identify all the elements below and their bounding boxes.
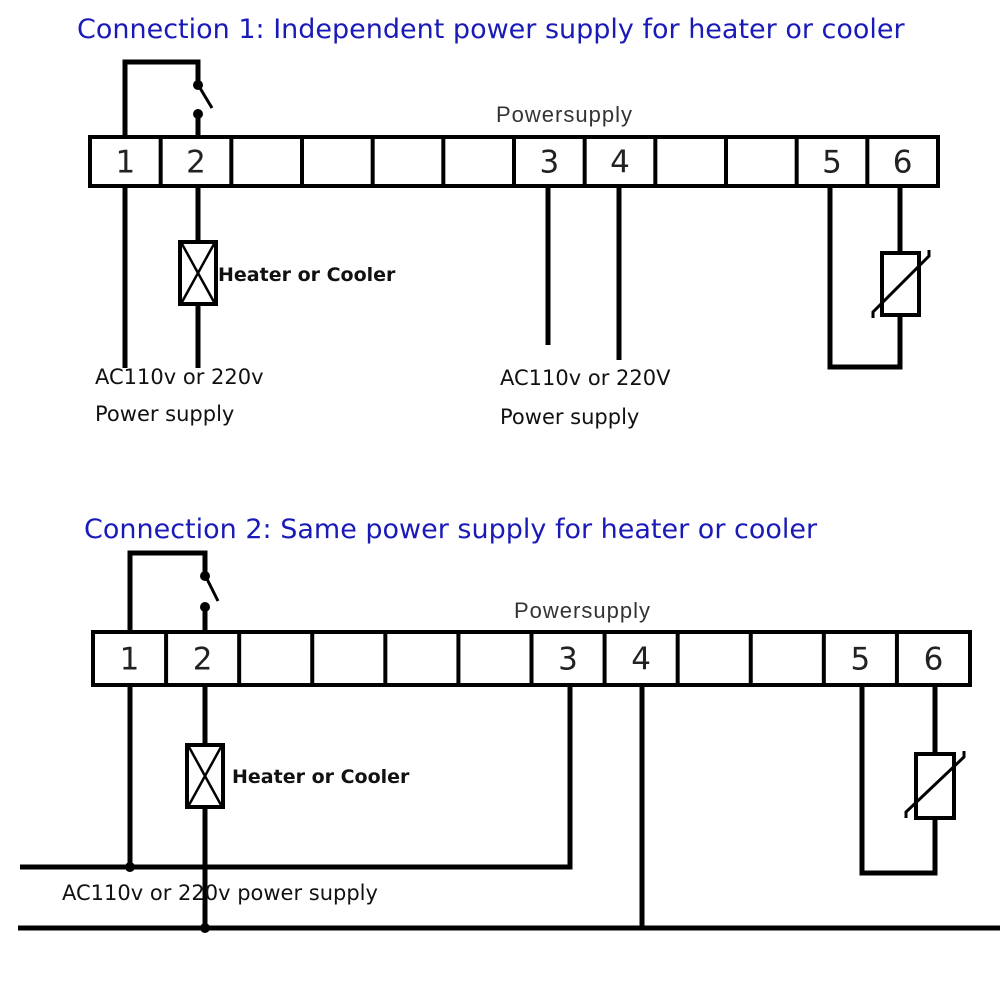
sensor-loop-wire — [827, 186, 903, 370]
supply-right-line2: Power supply — [500, 405, 639, 429]
load-label: Heater or Cooler — [218, 264, 396, 286]
terminal-6-label: 6 — [893, 145, 913, 181]
relay-switch-icon — [127, 550, 220, 632]
connection-2-title: Connection 2: Same power supply for heat… — [84, 514, 818, 545]
supply-left-line2: Power supply — [95, 402, 234, 426]
terminal-1-label: 1 — [120, 642, 140, 678]
terminal-3-label: 3 — [539, 145, 559, 181]
thermistor-sensor-icon — [871, 250, 931, 318]
terminal-6-label: 6 — [924, 642, 944, 678]
terminal-4-label: 4 — [631, 642, 651, 678]
connection-1-title: Connection 1: Independent power supply f… — [77, 14, 906, 45]
thermistor-sensor-icon — [904, 751, 966, 820]
terminal-1-label: 1 — [115, 145, 135, 181]
terminal-5-label: 5 — [822, 145, 842, 181]
terminal-2-label: 2 — [193, 642, 213, 678]
terminal-3-label: 3 — [558, 642, 578, 678]
terminal-5-label: 5 — [851, 642, 871, 678]
supply-label: AC110v or 220v power supply — [62, 881, 378, 905]
supply-right-line1: AC110v or 220V — [500, 366, 671, 390]
heater-cooler-coil-icon — [185, 743, 225, 809]
power-supply-label: Powersupply — [496, 102, 633, 127]
relay-switch-icon — [122, 59, 214, 137]
heater-cooler-coil-icon — [178, 240, 218, 306]
terminal-2-label: 2 — [186, 145, 206, 181]
supply-rail-top — [20, 685, 573, 870]
connection-1: Connection 1: Independent power supply f… — [77, 14, 940, 429]
terminal-strip-1: 1 2 3 4 5 6 — [88, 135, 940, 188]
load-label: Heater or Cooler — [232, 766, 410, 788]
terminal-strip-2: 1 2 3 4 5 6 — [91, 630, 972, 687]
supply-left-line1: AC110v or 220v — [95, 365, 264, 389]
connection-2: Connection 2: Same power supply for heat… — [18, 514, 1000, 933]
terminal-4-label: 4 — [610, 145, 630, 181]
sensor-loop-wire — [859, 685, 938, 876]
power-supply-label: Powersupply — [514, 598, 651, 623]
